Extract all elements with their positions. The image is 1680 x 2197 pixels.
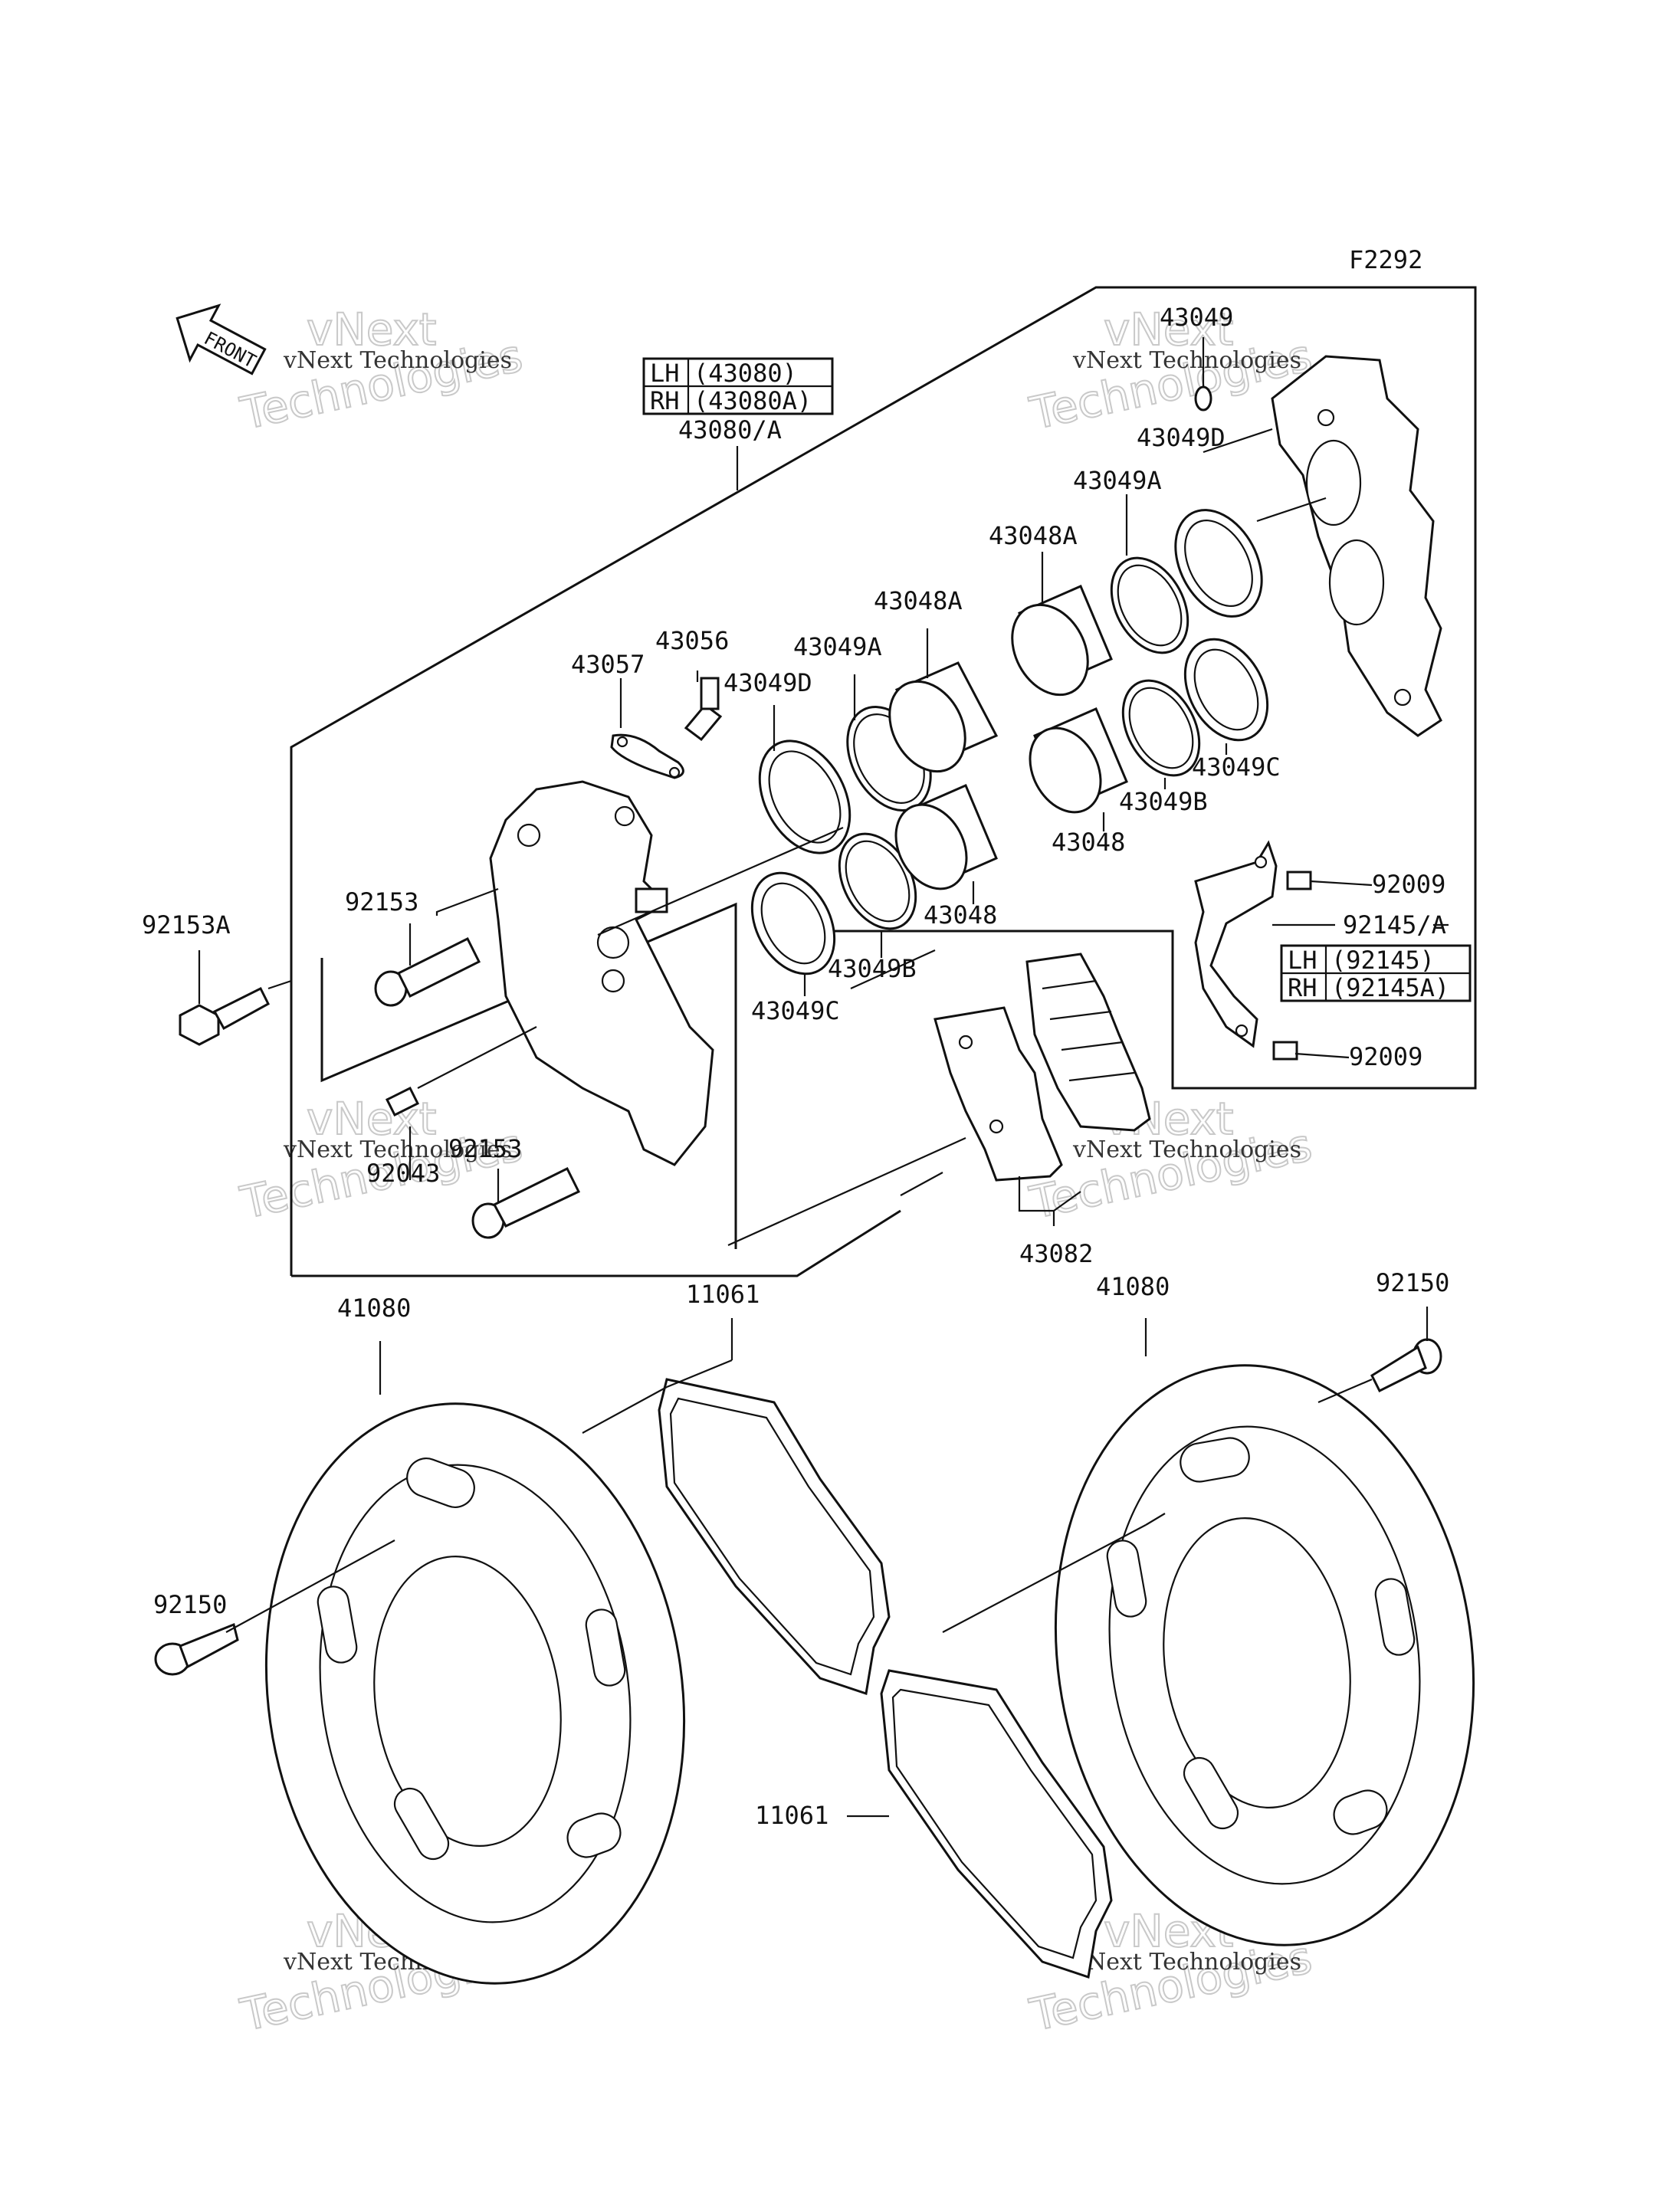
- svg-text:vNext Technologies: vNext Technologies: [1072, 1949, 1301, 1976]
- reference-code: F2292: [1349, 245, 1422, 274]
- label-43048A-right: 43048A: [989, 521, 1078, 550]
- seal-43049B-left: [838, 832, 917, 930]
- seal-43049C-left: [750, 871, 836, 976]
- caliper-assembly-table: LH (43080) RH (43080A) 43080/A: [642, 357, 834, 490]
- caliper-half-right: [1271, 355, 1442, 737]
- label-92153-lower: 92153: [448, 1134, 522, 1163]
- label-92150-right: 92150: [1376, 1268, 1449, 1297]
- label-92043: 92043: [366, 1159, 440, 1188]
- caliper-lh-part: (43080): [694, 359, 797, 388]
- bracket-rh-label: RH: [1288, 973, 1317, 1002]
- label-43049A-left: 43049A: [793, 632, 882, 661]
- seal-43049B-right: [1121, 679, 1201, 777]
- bolt-92153A: [179, 986, 270, 1046]
- seal-43049C-right: [1183, 638, 1269, 742]
- caliper-lh-label: LH: [650, 359, 680, 388]
- bracket-rh-part: (92145A): [1331, 973, 1449, 1002]
- seal-43049D-left: [758, 739, 851, 854]
- gasket-11061-upper: [658, 1378, 891, 1695]
- pad-pin-plate: [610, 733, 684, 779]
- bleeder-valve: [684, 677, 723, 742]
- label-41080-left: 41080: [337, 1294, 411, 1323]
- label-43049A-right: 43049A: [1073, 466, 1162, 495]
- caliper-assembly-outline: [290, 286, 1477, 1276]
- caliper-rh-label: RH: [650, 386, 680, 415]
- label-43056: 43056: [655, 626, 729, 655]
- screw-92009-top: [1286, 871, 1312, 890]
- label-43049B-left: 43049B: [828, 954, 917, 983]
- piston-43048A-right: [1011, 585, 1113, 697]
- watermark-top-left: vNext Technologies vNext Technologies: [235, 303, 528, 441]
- caliper-rh-part: (43080A): [694, 386, 812, 415]
- label-43049C-left: 43049C: [751, 996, 840, 1025]
- svg-text:vNext Technologies: vNext Technologies: [283, 1136, 512, 1163]
- brake-disc-left: [264, 1402, 686, 1985]
- seal-43049D-right: [1174, 509, 1263, 618]
- label-92009-bottom: 92009: [1349, 1042, 1422, 1071]
- bracket-lh-part: (92145): [1331, 946, 1435, 975]
- piston-43048-right: [1029, 707, 1128, 814]
- svg-text:vNext Technologies: vNext Technologies: [1072, 1136, 1301, 1163]
- caliper-half-left: [489, 780, 714, 1166]
- label-43049D-left: 43049D: [724, 668, 812, 697]
- label-43049D-right: 43049D: [1137, 423, 1226, 452]
- brake-pad-rear: [1025, 953, 1151, 1132]
- seal-43049A-right: [1110, 556, 1189, 654]
- svg-text:vNext Technologies: vNext Technologies: [283, 347, 512, 374]
- piston-43048A-left: [888, 661, 999, 773]
- label-92009-top: 92009: [1372, 870, 1445, 899]
- washer-43049: [1194, 385, 1212, 412]
- label-43048A-left: 43048A: [874, 586, 963, 615]
- leader-lines: [198, 337, 1449, 1818]
- label-43082: 43082: [1019, 1239, 1093, 1268]
- label-41080-right: 41080: [1096, 1272, 1170, 1301]
- front-arrow-shape: [176, 303, 267, 375]
- label-43049B-right: 43049B: [1119, 787, 1208, 816]
- pad-spring-bracket: [1194, 840, 1278, 1048]
- pin-92043: [385, 1086, 420, 1117]
- bracket-table: LH (92145) RH (92145A) 92145/A: [1272, 910, 1472, 1002]
- watermark-mid-left: vNext Technologies vNext Technologies: [235, 1092, 528, 1230]
- piston-43048-left: [894, 784, 998, 890]
- label-11061-lower: 11061: [755, 1801, 829, 1830]
- label-92153-upper: 92153: [345, 887, 418, 917]
- part-labels: 43049 43049D 43049A 43048A 43048A 43049A…: [142, 303, 1449, 1830]
- gasket-11061-lower: [880, 1669, 1113, 1979]
- bolt-92153-upper: [374, 936, 481, 1007]
- label-43049C-right: 43049C: [1192, 753, 1281, 782]
- disc-bolt-92150-right: [1370, 1338, 1442, 1393]
- svg-text:vNext: vNext: [1104, 303, 1233, 356]
- bolt-92153-lower: [471, 1166, 581, 1239]
- svg-text:vNext: vNext: [307, 303, 436, 356]
- caliper-assembly-outline-bottom: [291, 1209, 901, 1277]
- label-11061-upper: 11061: [686, 1280, 760, 1309]
- svg-text:vNext Technologies: vNext Technologies: [1072, 347, 1301, 374]
- bracket-lh-label: LH: [1288, 946, 1317, 975]
- label-92150-left: 92150: [153, 1590, 227, 1619]
- screw-92009-bottom: [1272, 1041, 1298, 1061]
- label-43048-right: 43048: [1052, 828, 1125, 857]
- label-43048-left: 43048: [924, 900, 997, 930]
- brake-disc-right: [1054, 1364, 1475, 1946]
- disc-bolt-92150-left: [154, 1622, 239, 1676]
- front-arrow: FRONT: [176, 303, 267, 375]
- label-92153A: 92153A: [142, 910, 231, 939]
- bracket-assembly-number: 92145/A: [1343, 910, 1446, 939]
- brake-pad-front: [934, 1006, 1063, 1182]
- label-43049: 43049: [1160, 303, 1233, 332]
- watermark-mid-right: vNext Technologies vNext Technologies: [1025, 1092, 1317, 1230]
- caliper-assembly-number: 43080/A: [678, 415, 782, 444]
- label-43057: 43057: [571, 650, 645, 679]
